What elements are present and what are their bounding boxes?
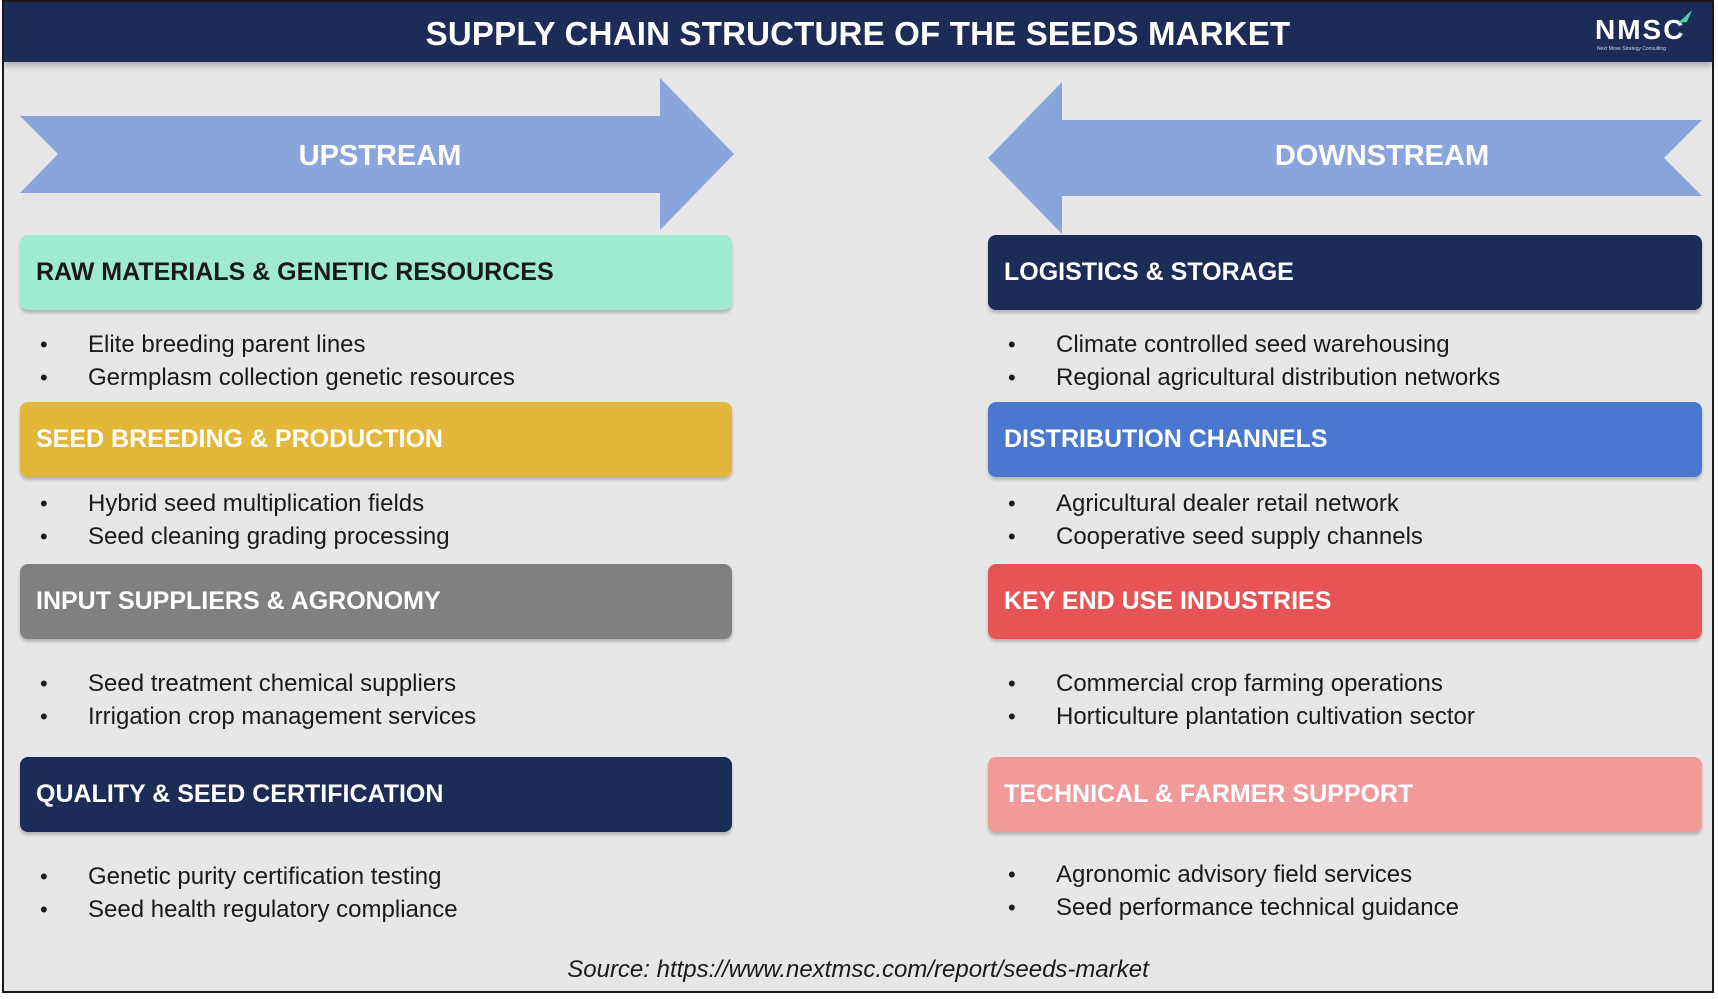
list-item: •Germplasm collection genetic resources bbox=[20, 361, 515, 394]
section-header-distribution-channels: DISTRIBUTION CHANNELS bbox=[988, 402, 1702, 477]
bullet-icon: • bbox=[1008, 365, 1016, 390]
upstream-arrow bbox=[20, 78, 734, 230]
section-title: DISTRIBUTION CHANNELS bbox=[1004, 425, 1328, 453]
bullet-icon: • bbox=[40, 864, 48, 889]
section-header-seed-breeding: SEED BREEDING & PRODUCTION bbox=[20, 402, 732, 477]
list-item: •Genetic purity certification testing bbox=[20, 860, 458, 893]
source-note: Source: https://www.nextmsc.com/report/s… bbox=[567, 956, 1149, 983]
list-item: •Cooperative seed supply channels bbox=[988, 520, 1423, 553]
bullet-icon: • bbox=[1008, 524, 1016, 549]
bullet-icon: • bbox=[40, 491, 48, 516]
section-header-farmer-support: TECHNICAL & FARMER SUPPORT bbox=[988, 757, 1702, 832]
logo-arrow-icon bbox=[1678, 10, 1692, 23]
section-title: QUALITY & SEED CERTIFICATION bbox=[36, 780, 444, 808]
section-header-input-suppliers: INPUT SUPPLIERS & AGRONOMY bbox=[20, 564, 732, 639]
bullet-icon: • bbox=[1008, 332, 1016, 357]
raw-materials-list: •Elite breeding parent lines •Germplasm … bbox=[20, 328, 515, 394]
bullet-icon: • bbox=[40, 524, 48, 549]
bullet-icon: • bbox=[40, 704, 48, 729]
bullet-icon: • bbox=[1008, 671, 1016, 696]
list-item: •Climate controlled seed warehousing bbox=[988, 328, 1500, 361]
page-title: SUPPLY CHAIN STRUCTURE OF THE SEEDS MARK… bbox=[425, 15, 1291, 52]
upstream-label: UPSTREAM bbox=[298, 140, 462, 172]
bullet-icon: • bbox=[40, 332, 48, 357]
bullet-icon: • bbox=[1008, 862, 1016, 887]
list-item: •Commercial crop farming operations bbox=[988, 667, 1475, 700]
bullet-icon: • bbox=[40, 897, 48, 922]
list-item: •Seed treatment chemical suppliers bbox=[20, 667, 476, 700]
section-title: TECHNICAL & FARMER SUPPORT bbox=[1004, 780, 1414, 808]
bullet-icon: • bbox=[1008, 704, 1016, 729]
list-item: •Agricultural dealer retail network bbox=[988, 487, 1423, 520]
section-title: SEED BREEDING & PRODUCTION bbox=[36, 425, 443, 453]
section-title: RAW MATERIALS & GENETIC RESOURCES bbox=[36, 258, 554, 286]
logo-tagline: Next Move Strategy Consulting bbox=[1597, 46, 1666, 52]
list-item: •Seed performance technical guidance bbox=[988, 891, 1459, 924]
list-item: •Regional agricultural distribution netw… bbox=[988, 361, 1500, 394]
list-item: •Irrigation crop management services bbox=[20, 700, 476, 733]
list-item: •Elite breeding parent lines bbox=[20, 328, 515, 361]
downstream-label: DOWNSTREAM bbox=[1274, 140, 1490, 172]
list-item: •Seed health regulatory compliance bbox=[20, 893, 458, 926]
list-item: •Horticulture plantation cultivation sec… bbox=[988, 700, 1475, 733]
list-item: •Seed cleaning grading processing bbox=[20, 520, 450, 553]
section-title: INPUT SUPPLIERS & AGRONOMY bbox=[36, 587, 441, 615]
list-item: •Agronomic advisory field services bbox=[988, 858, 1459, 891]
end-use-industries-list: •Commercial crop farming operations •Hor… bbox=[988, 667, 1475, 733]
section-header-logistics-storage: LOGISTICS & STORAGE bbox=[988, 235, 1702, 310]
section-header-quality-certification: QUALITY & SEED CERTIFICATION bbox=[20, 757, 732, 832]
farmer-support-list: •Agronomic advisory field services •Seed… bbox=[988, 858, 1459, 924]
section-header-raw-materials: RAW MATERIALS & GENETIC RESOURCES bbox=[20, 235, 732, 310]
quality-certification-list: •Genetic purity certification testing •S… bbox=[20, 860, 458, 926]
bullet-icon: • bbox=[1008, 895, 1016, 920]
section-header-end-use-industries: KEY END USE INDUSTRIES bbox=[988, 564, 1702, 639]
section-title: KEY END USE INDUSTRIES bbox=[1004, 587, 1332, 615]
bullet-icon: • bbox=[40, 365, 48, 390]
title-bar: SUPPLY CHAIN STRUCTURE OF THE SEEDS MARK… bbox=[4, 2, 1712, 62]
list-item: •Hybrid seed multiplication fields bbox=[20, 487, 450, 520]
logistics-storage-list: •Climate controlled seed warehousing •Re… bbox=[988, 328, 1500, 394]
distribution-channels-list: •Agricultural dealer retail network •Coo… bbox=[988, 487, 1423, 553]
logo-text: NMSC bbox=[1595, 14, 1686, 45]
nmsc-logo: NMSC Next Move Strategy Consulting bbox=[1595, 10, 1692, 54]
downstream-arrow bbox=[988, 82, 1702, 234]
seed-breeding-list: •Hybrid seed multiplication fields •Seed… bbox=[20, 487, 450, 553]
bullet-icon: • bbox=[1008, 491, 1016, 516]
input-suppliers-list: •Seed treatment chemical suppliers •Irri… bbox=[20, 667, 476, 733]
bullet-icon: • bbox=[40, 671, 48, 696]
section-title: LOGISTICS & STORAGE bbox=[1004, 258, 1294, 286]
